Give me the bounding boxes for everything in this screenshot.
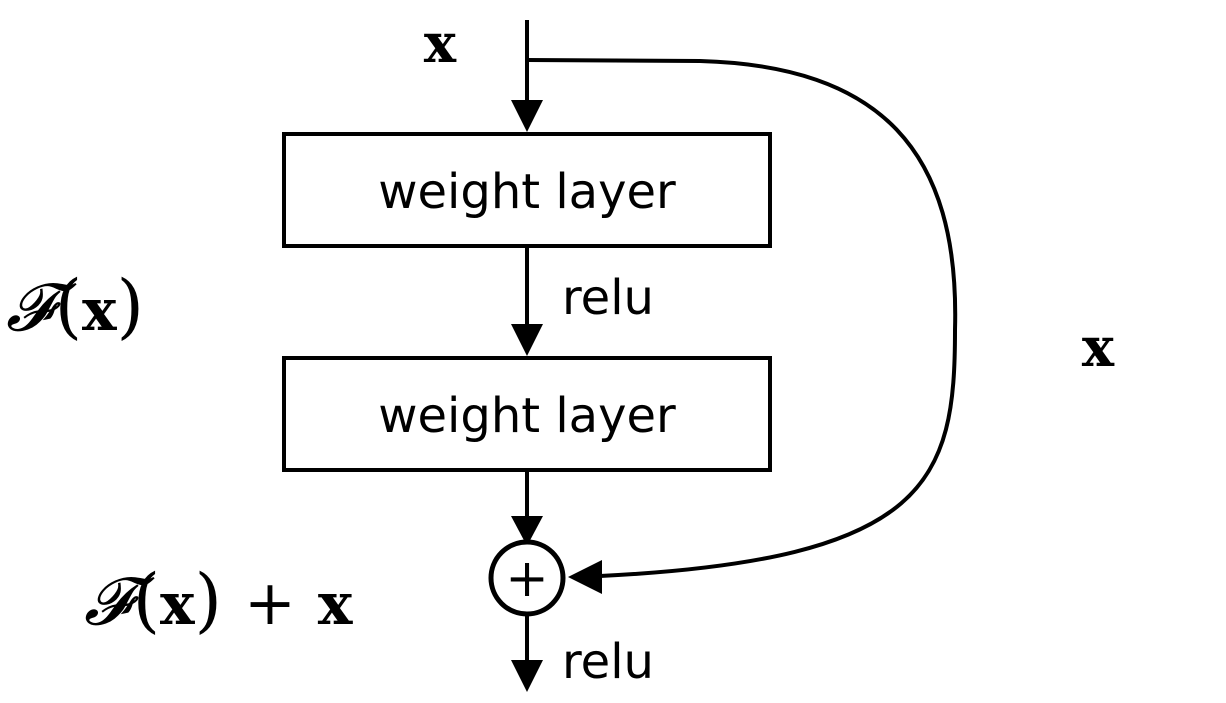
sum-output-plus: + — [244, 566, 296, 639]
input-x-label: x — [424, 11, 457, 75]
input-arrowhead — [511, 100, 543, 132]
relu-out-label: relu — [562, 634, 654, 690]
residual-function-var: x — [82, 276, 117, 344]
residual-function-close-paren: ) — [117, 265, 144, 347]
weight-layer-2 — [282, 356, 772, 472]
sum-output-open-paren: ( — [133, 559, 160, 641]
sum-output-var: x — [160, 570, 195, 638]
output-arrowhead — [511, 660, 543, 692]
sum-output-var2: x — [318, 570, 353, 638]
shortcut-connection — [526, 58, 958, 578]
shortcut-arrowhead — [568, 560, 602, 594]
shortcut-x-label: x — [1082, 315, 1115, 379]
addition-symbol: + — [505, 549, 549, 609]
residual-function-label: 𝓕(x) — [6, 265, 144, 347]
weight-layer-2-label: weight layer — [378, 388, 676, 444]
sum-arrowhead — [511, 516, 543, 546]
weight-layer-1 — [282, 132, 772, 248]
weight-layer-1-label: weight layer — [378, 164, 676, 220]
mid-arrowhead — [511, 324, 543, 356]
residual-function-open-paren: ( — [55, 265, 82, 347]
relu-mid-label: relu — [562, 270, 654, 326]
sum-output-close-paren: ) — [195, 559, 222, 641]
sum-output-label: 𝓕(x)+x — [84, 559, 353, 641]
